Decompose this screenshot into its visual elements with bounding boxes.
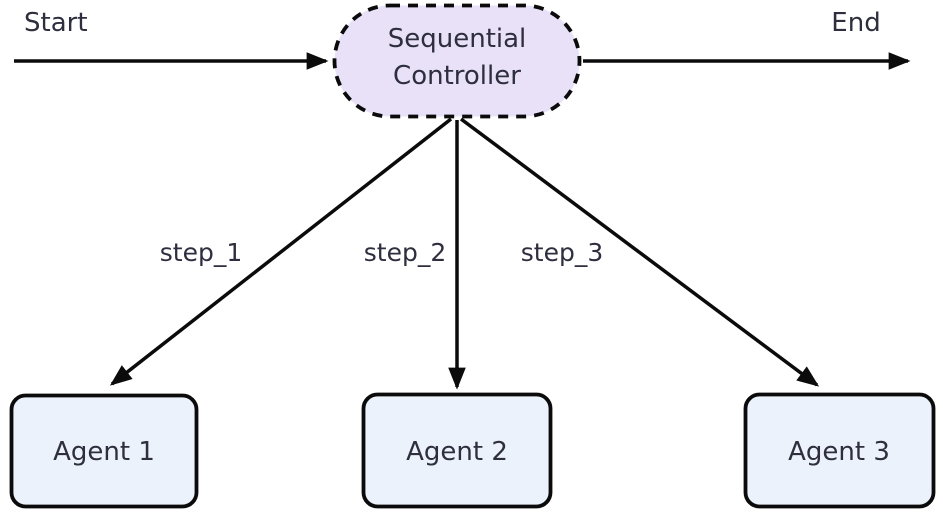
start-label: Start	[24, 8, 88, 38]
controller-label-line1: Sequential	[388, 24, 527, 54]
edge-step-3	[459, 117, 820, 387]
controller-node	[332, 3, 582, 119]
edge-step-3-label: step_3	[521, 238, 603, 267]
controller-label-line2: Controller	[393, 61, 521, 91]
agent-3-node	[743, 392, 936, 509]
agent-2-label: Agent 2	[406, 437, 508, 467]
end-label: End	[831, 8, 880, 38]
agent-2-node	[361, 392, 553, 509]
edge-step-1	[109, 117, 453, 386]
agent-1-node	[9, 393, 199, 509]
agent-3-label: Agent 3	[788, 437, 890, 467]
edge-step-1-label: step_1	[160, 238, 242, 267]
edge-step-2-label: step_2	[364, 238, 446, 267]
agent-1-label: Agent 1	[53, 437, 155, 467]
